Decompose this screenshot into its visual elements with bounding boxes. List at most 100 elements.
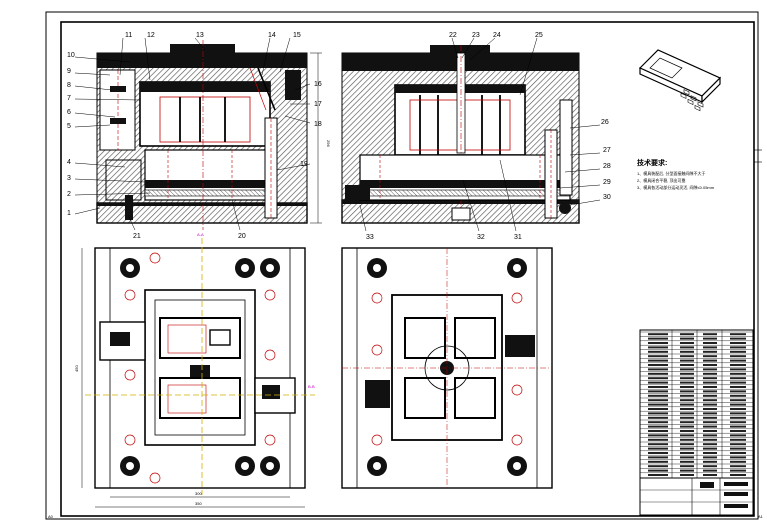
bom-cell — [648, 408, 668, 410]
part-label: 8 — [67, 82, 71, 89]
bom-cell — [648, 412, 668, 415]
part-label: 17 — [314, 101, 322, 108]
bom-cell — [730, 368, 746, 371]
part-label: 1 — [67, 210, 71, 217]
bom-cell — [648, 364, 668, 366]
tech-requirements-title: 技术要求: — [637, 158, 667, 167]
bom-cell — [680, 403, 694, 406]
bom-cell — [648, 425, 668, 428]
bom-cell — [648, 438, 668, 441]
part-label: 29 — [603, 179, 611, 186]
section-view-right — [341, 45, 580, 224]
part-label: 15 — [293, 32, 301, 39]
bom-cell — [680, 350, 694, 353]
bom-cell — [730, 434, 746, 437]
bom-cell — [648, 337, 668, 340]
bom-cell — [730, 408, 746, 410]
part-number-labels-right: 16 17 18 19 26 27 28 29 30 — [300, 81, 611, 201]
bom-cell — [703, 372, 717, 375]
bom-cell — [730, 425, 746, 428]
part-label: 7 — [67, 95, 71, 102]
leader-lines-right — [359, 37, 601, 232]
bom-cell — [703, 342, 717, 344]
bom-cell — [730, 438, 746, 441]
bom-cell — [730, 412, 746, 415]
title-block — [639, 329, 754, 516]
part-label: 20 — [238, 233, 246, 240]
part-label: 3 — [67, 175, 71, 182]
bom-cell — [703, 469, 717, 472]
bom-cell — [730, 469, 746, 472]
bom-cell — [680, 452, 694, 454]
part-number-labels-bottom: 21 20 33 32 31 — [133, 233, 522, 241]
bom-cell — [730, 381, 746, 384]
plan-view-right — [341, 247, 553, 489]
part-label: 28 — [603, 163, 611, 170]
bom-cell — [648, 460, 668, 463]
bom-table — [640, 330, 753, 478]
bom-cell — [730, 403, 746, 406]
bom-cell — [648, 390, 668, 393]
bom-cell — [680, 377, 694, 380]
bom-cell — [648, 394, 668, 397]
section-marker: B-B — [308, 384, 315, 389]
bom-cell — [730, 364, 746, 366]
bom-cell — [680, 421, 694, 424]
bom-cell — [648, 333, 668, 336]
bom-cell — [648, 456, 668, 459]
bom-cell — [680, 333, 694, 336]
dim-plan-height: 450 — [74, 365, 79, 372]
bom-cell — [703, 465, 717, 468]
bom-cell — [730, 416, 746, 419]
bom-cell — [680, 386, 694, 388]
bom-cell — [648, 430, 668, 432]
bom-cell — [680, 368, 694, 371]
bom-cell — [730, 377, 746, 380]
bom-cell — [680, 443, 694, 446]
bom-cell — [703, 434, 717, 437]
part-label: 2 — [67, 191, 71, 198]
part-label: 16 — [314, 81, 322, 88]
bom-cell — [730, 350, 746, 353]
bom-cell — [680, 469, 694, 472]
drawing-frame — [45, 11, 762, 520]
bom-cell — [703, 443, 717, 446]
bom-cell — [680, 430, 694, 432]
tech-requirement-item: 3、模具各活动部分运动灵活, 间隙≤0.05mm — [637, 184, 715, 190]
bom-cell — [680, 390, 694, 393]
bom-cell — [730, 430, 746, 432]
bom-cell — [680, 465, 694, 468]
part-label: 14 — [268, 32, 276, 39]
part-label: 11 — [125, 32, 132, 39]
part-number-labels-left: 10 9 8 7 6 5 4 3 2 1 — [67, 52, 75, 217]
bom-cell — [703, 333, 717, 336]
bom-cell — [680, 355, 694, 358]
bom-cell — [730, 390, 746, 393]
bom-cell — [648, 421, 668, 424]
part-label: 5 — [67, 123, 71, 130]
bom-cell — [680, 434, 694, 437]
bom-cell — [730, 346, 746, 349]
bom-cell — [703, 350, 717, 353]
section-marker: A-A — [197, 232, 204, 237]
bom-cell — [703, 377, 717, 380]
bom-cell — [703, 386, 717, 388]
part-label: 21 — [133, 233, 141, 240]
bom-cell — [680, 456, 694, 459]
bom-cell — [648, 443, 668, 446]
bom-cell — [703, 438, 717, 441]
bom-cell — [648, 355, 668, 358]
bom-cell — [680, 399, 694, 402]
bom-cell — [703, 456, 717, 459]
bom-cell — [730, 456, 746, 459]
bom-cell — [703, 394, 717, 397]
bom-cell — [648, 346, 668, 349]
bom-cell — [730, 465, 746, 468]
bom-cell — [648, 434, 668, 437]
part-label: 31 — [514, 234, 522, 241]
sheet-corner-label: A0 — [48, 514, 54, 519]
plan-view-left: A-A B-B 300 350 450 — [74, 232, 315, 508]
bom-cell — [730, 474, 746, 476]
bom-cell — [680, 408, 694, 410]
